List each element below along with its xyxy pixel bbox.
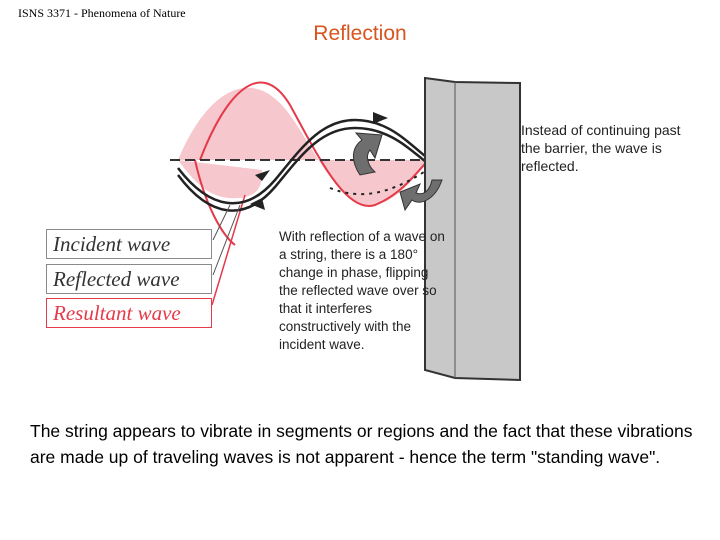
legend-reflected-wave: Reflected wave xyxy=(46,264,212,294)
course-header: ISNS 3371 - Phenomena of Nature xyxy=(18,6,186,20)
incident-wave xyxy=(177,118,431,205)
resultant-leader-line xyxy=(211,194,246,306)
reflected-leader-line xyxy=(212,204,241,276)
incident-direction-arrow xyxy=(255,170,270,181)
flip-arrow-reflect xyxy=(399,179,443,212)
reflection-diagram xyxy=(170,76,521,382)
barrier-note: Instead of continuing past the barrier, … xyxy=(521,122,681,174)
body-text: The string appears to vibrate in segment… xyxy=(30,421,693,467)
legend-incident-wave: Incident wave xyxy=(46,229,212,259)
reflected-wave xyxy=(176,126,431,212)
continuation-dotted xyxy=(329,167,431,196)
slide-title: Reflection xyxy=(313,22,407,45)
resultant-wave-curve xyxy=(199,81,431,208)
legend-resultant-wave: Resultant wave xyxy=(46,298,212,328)
upper-direction-arrow xyxy=(373,112,388,124)
resultant-wave-fill-lower xyxy=(178,160,262,199)
reflection-note: With reflection of a wave on a string, t… xyxy=(279,229,445,352)
reflected-direction-arrow xyxy=(250,198,265,210)
flip-arrow-up xyxy=(353,132,383,176)
incident-leader-line xyxy=(212,204,231,241)
